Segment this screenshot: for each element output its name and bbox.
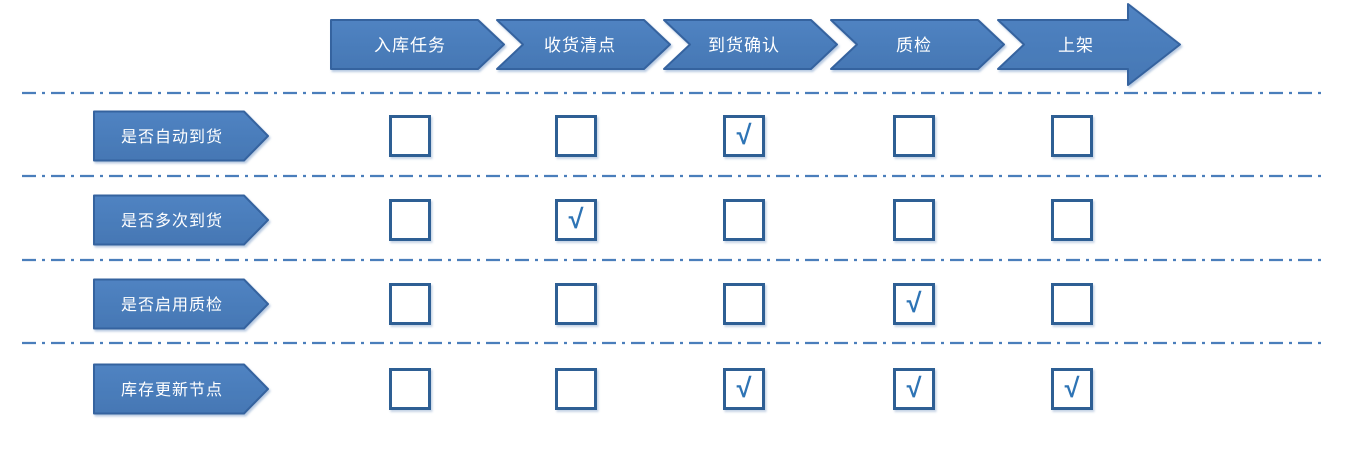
checkbox-r4-c1[interactable] [389, 368, 431, 410]
flow-stage-inbound-task: 入库任务 [330, 19, 505, 70]
row-label-auto-arrival: 是否自动到货 [93, 110, 269, 162]
pentagon-shape [93, 194, 269, 246]
checkbox-r1-c3[interactable]: √ [723, 115, 765, 157]
checkbox-r3-c4[interactable]: √ [893, 283, 935, 325]
stage-label: 质检 [896, 36, 932, 55]
flow-stage-putaway: 上架 [997, 3, 1181, 86]
row-label-qc-enabled: 是否启用质检 [93, 278, 269, 330]
checkbox-r3-c5[interactable] [1051, 283, 1093, 325]
flow-stage-quality-check: 质检 [830, 19, 1005, 70]
row-label: 是否自动到货 [121, 128, 223, 146]
row-label: 是否启用质检 [121, 296, 223, 314]
checkbox-r3-c3[interactable] [723, 283, 765, 325]
flow-stage-arrival-confirmation: 到货确认 [663, 19, 838, 70]
pentagon-shape [93, 110, 269, 162]
checkbox-r1-c2[interactable] [555, 115, 597, 157]
checkbox-r2-c2[interactable]: √ [555, 199, 597, 241]
row-label-multiple-arrival: 是否多次到货 [93, 194, 269, 246]
arrow-shape [997, 3, 1181, 86]
checkbox-r1-c1[interactable] [389, 115, 431, 157]
row-label-inventory-update-node: 库存更新节点 [93, 363, 269, 415]
checkbox-r2-c5[interactable] [1051, 199, 1093, 241]
stage-label: 入库任务 [374, 36, 446, 55]
checkbox-r2-c1[interactable] [389, 199, 431, 241]
row-label: 库存更新节点 [121, 381, 223, 399]
flow-stage-receiving-count: 收货清点 [496, 19, 671, 70]
stage-label: 收货清点 [544, 36, 616, 55]
checkbox-r2-c4[interactable] [893, 199, 935, 241]
checkbox-r4-c2[interactable] [555, 368, 597, 410]
chevron-shape [830, 19, 1005, 70]
checkbox-r1-c5[interactable] [1051, 115, 1093, 157]
checkbox-r2-c3[interactable] [723, 199, 765, 241]
checkbox-r3-c1[interactable] [389, 283, 431, 325]
pentagon-shape [93, 363, 269, 415]
chevron-shape [663, 19, 838, 70]
checkbox-r4-c3[interactable]: √ [723, 368, 765, 410]
stage-label: 上架 [1058, 36, 1094, 55]
chevron-shape [496, 19, 671, 70]
checkbox-r4-c4[interactable]: √ [893, 368, 935, 410]
chevron-shape [330, 19, 505, 70]
checkbox-r1-c4[interactable] [893, 115, 935, 157]
checkbox-r3-c2[interactable] [555, 283, 597, 325]
pentagon-shape [93, 278, 269, 330]
row-label: 是否多次到货 [121, 212, 223, 230]
stage-label: 到货确认 [708, 36, 780, 55]
checkbox-r4-c5[interactable]: √ [1051, 368, 1093, 410]
